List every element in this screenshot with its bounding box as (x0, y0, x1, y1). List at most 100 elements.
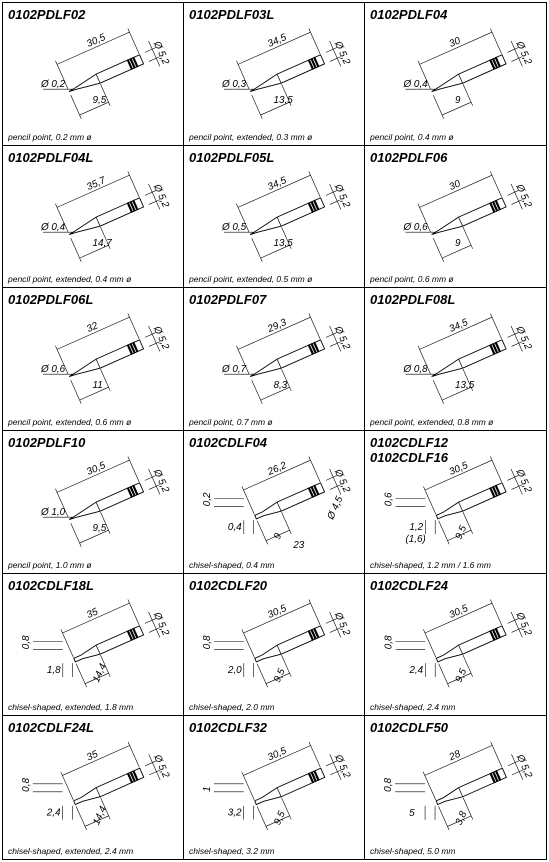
dimension-line (265, 672, 290, 684)
length-label: 30,5 (448, 460, 471, 478)
extension-line (75, 663, 87, 688)
tip-body (435, 482, 507, 520)
collar-ring (126, 629, 134, 641)
length-label: 30,5 (85, 32, 108, 50)
extension-line (490, 28, 502, 55)
shoulder-line (458, 216, 463, 226)
extension-line (281, 83, 292, 106)
cone-length-label: 3,8 (454, 810, 470, 828)
collar-ring (313, 627, 320, 639)
chisel-width-label: 3,2 (228, 808, 242, 819)
collar-ring (129, 485, 136, 497)
dimension-line (148, 40, 161, 67)
dimension-line (424, 459, 493, 491)
dimension-line (79, 101, 109, 116)
collar-ring (494, 484, 502, 496)
tip-diameter-label: Ø 0,6 (40, 365, 66, 376)
extension-line (507, 332, 519, 338)
dimension-line (329, 611, 342, 638)
collar-ring (491, 57, 499, 69)
shoulder-line (276, 359, 282, 369)
dimension-line (510, 468, 523, 495)
collar-ring (129, 200, 136, 212)
tip-description: pencil point, 0.7 mm ø (189, 417, 273, 427)
extension-line (60, 628, 74, 658)
extension-line (462, 654, 473, 677)
shoulder-line (458, 787, 463, 798)
tip-title: 0102CDLF24L (8, 720, 94, 736)
extension-line (511, 56, 523, 62)
collar-ring (310, 628, 317, 640)
chisel-thickness-label: 1 (202, 787, 213, 793)
tip-description: chisel-shaped, 3.2 mm (189, 846, 275, 856)
tip-body (249, 339, 326, 378)
chisel-width-label: 2,4 (46, 808, 61, 819)
dimension-line (424, 745, 493, 777)
shoulder-line (458, 501, 463, 512)
cone-length-label: 11 (93, 380, 103, 391)
dimension-line (237, 174, 311, 208)
extension-line (55, 203, 69, 232)
extension-line (70, 380, 82, 405)
dimension-line (442, 101, 472, 116)
collar-ring (489, 629, 496, 641)
tip-title: 0102CDLF18L (8, 577, 94, 593)
extension-line (438, 663, 450, 688)
collar-ring (129, 771, 136, 783)
tip-title: 0102CDLF12 0102CDLF16 (370, 435, 449, 465)
tip-title: 0102PDLF06L (8, 292, 94, 308)
dimension-line (243, 745, 311, 777)
tip-title: 0102PDLF08L (370, 292, 456, 308)
cone-length-label: 13,5 (455, 380, 475, 391)
dimension-line (79, 244, 109, 259)
tip-body (249, 54, 326, 92)
length-label: 30 (448, 35, 463, 50)
dimension-line (148, 611, 161, 638)
extension-line (432, 380, 445, 405)
dimension-line (260, 387, 290, 401)
tip-description: pencil point, extended, 0.6 mm ø (8, 417, 132, 427)
collar-ring (494, 342, 502, 353)
extension-line (308, 171, 321, 197)
extension-line (256, 520, 268, 545)
extension-line (490, 313, 502, 340)
extension-line (256, 663, 268, 688)
cone-length-label: 8,3 (274, 380, 288, 391)
extension-line (144, 189, 156, 196)
dimension-line (329, 326, 342, 352)
extension-line (417, 345, 431, 375)
collar-ring (494, 627, 502, 639)
cone-length-label: 13,5 (274, 238, 294, 249)
extension-line (55, 488, 69, 517)
collar-ring (126, 487, 134, 498)
shoulder-line (458, 359, 463, 369)
dimension-line (510, 611, 523, 638)
extension-line (330, 770, 342, 776)
tip-body (254, 482, 326, 520)
tip-title: 0102PDLF02 (8, 7, 86, 22)
extension-line (145, 760, 157, 767)
shoulder-line (95, 359, 101, 369)
tip-description: chisel-shaped, extended, 1.8 mm (8, 702, 134, 713)
extension-line (60, 772, 74, 801)
length-label: 35 (85, 749, 100, 764)
